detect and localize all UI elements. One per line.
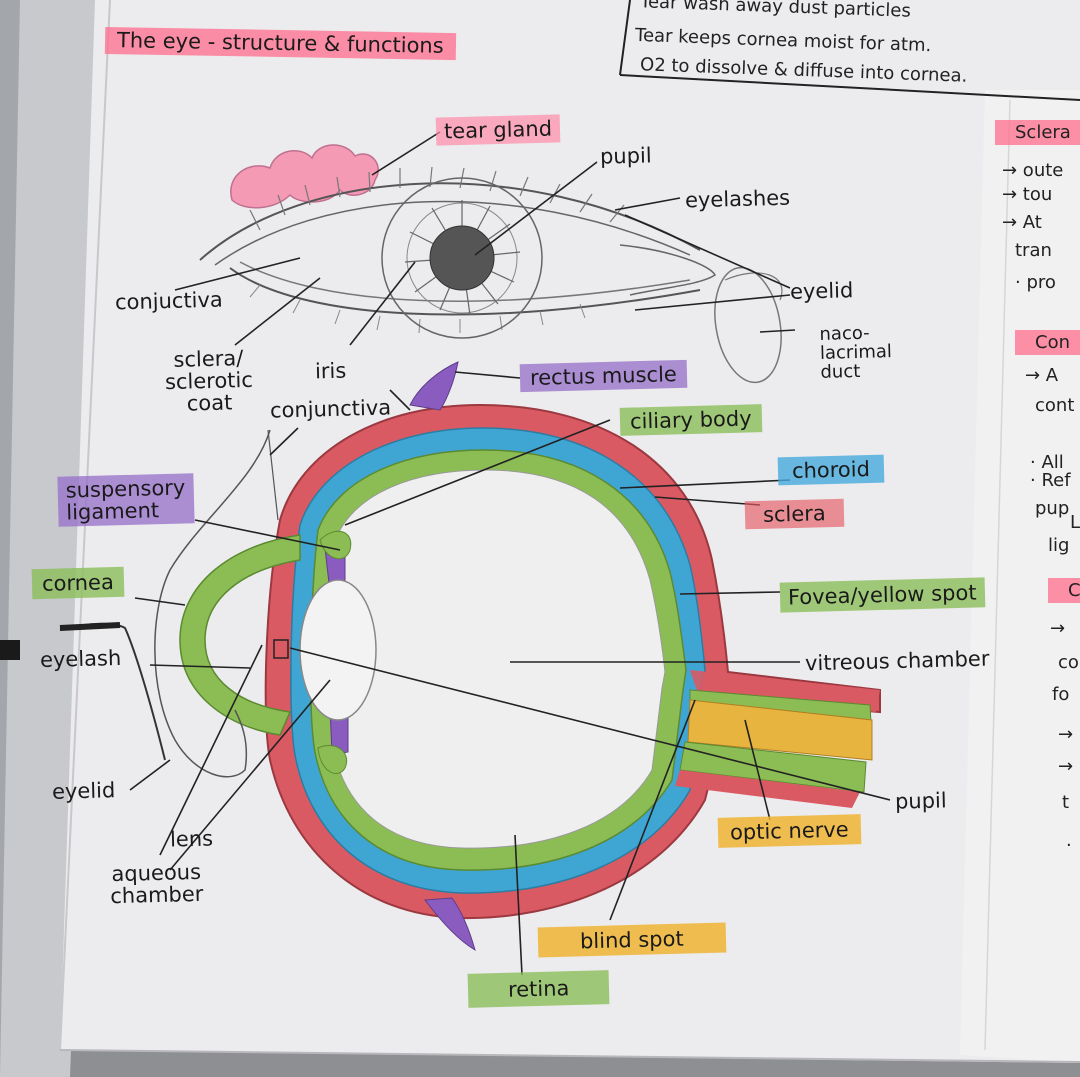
tear-gland-shape bbox=[230, 144, 379, 209]
side-heading-con: Con bbox=[1015, 330, 1080, 355]
label-pupil-top: pupil bbox=[599, 143, 652, 169]
label-vitreous-chamber: vitreous chamber bbox=[804, 646, 990, 676]
side-line: → bbox=[1058, 724, 1074, 745]
side-line: · pro bbox=[1015, 272, 1056, 293]
label-rectus-muscle: rectus muscle bbox=[519, 359, 688, 393]
side-line: → tou bbox=[1002, 184, 1053, 205]
label-eyelid: eyelid bbox=[51, 778, 116, 804]
side-line: L bbox=[1070, 512, 1080, 533]
label-lens: lens bbox=[169, 826, 214, 852]
label-eyelash: eyelash bbox=[39, 645, 122, 673]
side-line: → At bbox=[1002, 212, 1042, 233]
side-line: → bbox=[1058, 756, 1074, 777]
label-conjunctiva: conjunctiva bbox=[269, 395, 392, 423]
rectus-muscle-upper bbox=[409, 361, 459, 411]
label-choroid: choroid bbox=[777, 454, 885, 486]
lens-shape bbox=[299, 579, 377, 721]
side-line: → oute bbox=[1002, 160, 1064, 181]
notes-box-left-border bbox=[619, 0, 631, 76]
label-conjuctiva-top: conjuctiva bbox=[114, 287, 224, 315]
side-line: pup bbox=[1035, 498, 1070, 519]
pupil-marker bbox=[273, 639, 289, 659]
label-blind-spot: blind spot bbox=[537, 922, 727, 958]
label-sclera: sclera bbox=[744, 498, 845, 530]
cornea-shape bbox=[179, 534, 301, 736]
side-heading-sclera: Sclera bbox=[995, 120, 1080, 145]
side-line: · All bbox=[1030, 452, 1064, 473]
side-line: lig bbox=[1048, 535, 1070, 556]
side-line: . bbox=[1066, 830, 1072, 851]
label-iris: iris bbox=[314, 358, 347, 384]
label-suspensory-ligament: suspensory ligament bbox=[57, 473, 195, 527]
label-ciliary-body: ciliary body bbox=[619, 404, 762, 436]
side-line: → A bbox=[1025, 365, 1059, 386]
side-line: co bbox=[1058, 652, 1079, 673]
label-fovea: Fovea/yellow spot bbox=[779, 577, 985, 613]
optic-nerve bbox=[687, 699, 873, 761]
eyeball-cross-section bbox=[59, 361, 881, 952]
pupil-shape bbox=[429, 225, 495, 291]
notes-box-bottom-border bbox=[619, 74, 1080, 101]
label-retina: retina bbox=[467, 970, 610, 1008]
label-tear-gland: tear gland bbox=[435, 114, 561, 146]
label-naso-lacrimal-duct: naco- lacrimal duct bbox=[819, 322, 893, 383]
side-line: · Ref bbox=[1030, 470, 1071, 491]
label-pupil: pupil bbox=[894, 788, 947, 814]
label-cornea: cornea bbox=[31, 566, 125, 600]
label-eyelid-top: eyelid bbox=[789, 278, 854, 304]
side-line: cont bbox=[1035, 395, 1075, 416]
label-optic-nerve: optic nerve bbox=[717, 814, 862, 848]
vitreous-chamber-shape bbox=[328, 469, 666, 849]
side-line: t bbox=[1062, 792, 1070, 813]
leader-lines bbox=[129, 131, 891, 976]
label-eyelashes: eyelashes bbox=[684, 185, 791, 213]
side-line: fo bbox=[1052, 684, 1070, 705]
external-eye-drawing bbox=[199, 144, 783, 384]
side-line: tran bbox=[1015, 240, 1052, 261]
side-line: → bbox=[1050, 618, 1066, 639]
rectus-muscle-lower bbox=[424, 897, 476, 952]
label-aqueous-chamber: aqueous chamber bbox=[109, 859, 204, 909]
label-sclera-coat: sclera/ sclerotic coat bbox=[164, 346, 254, 416]
side-heading-co: Co bbox=[1048, 578, 1080, 603]
